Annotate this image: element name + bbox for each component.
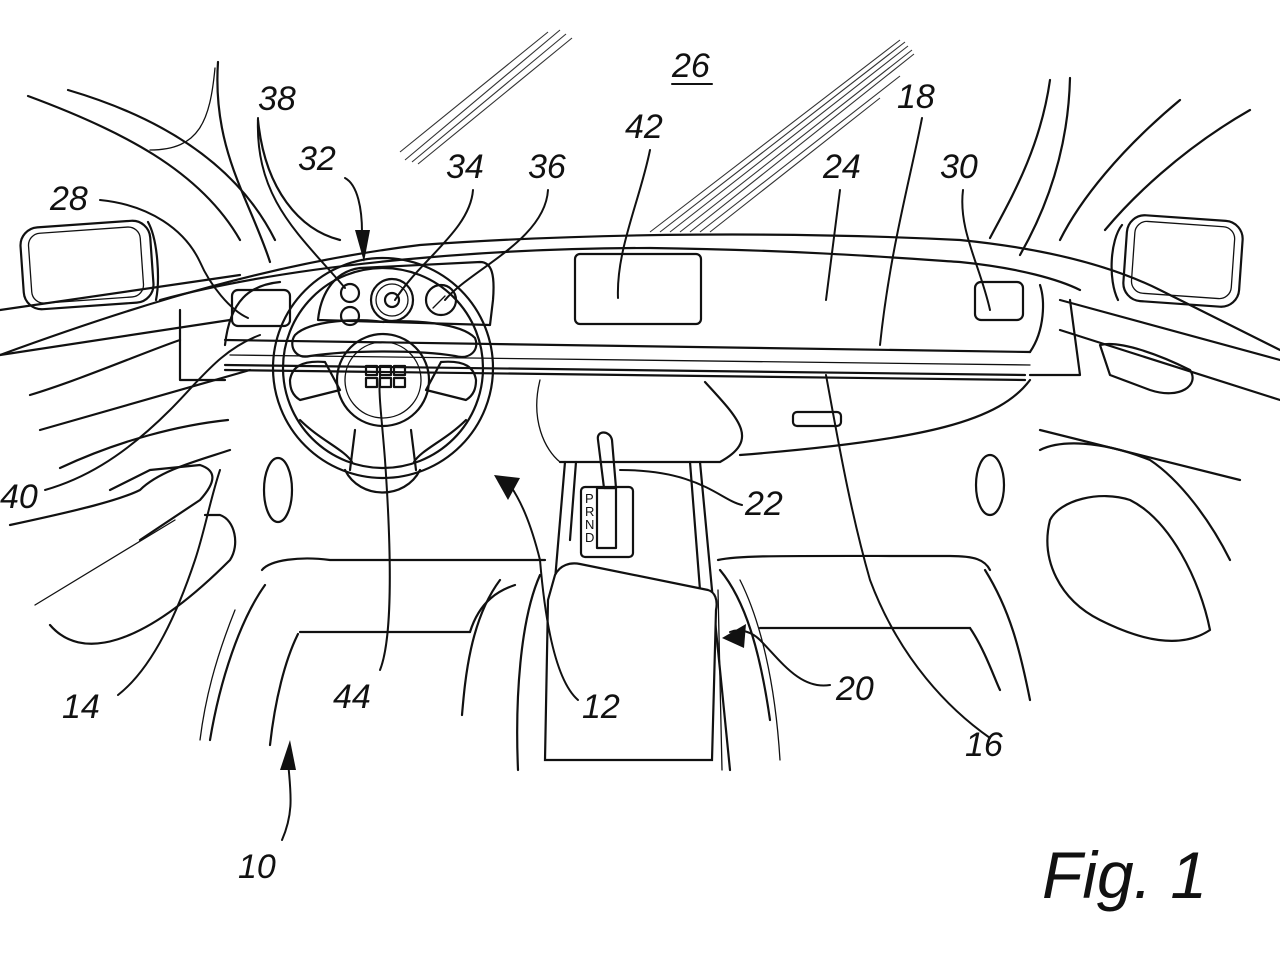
gauge-small-lower	[339, 305, 361, 327]
label-16: 16	[965, 726, 1003, 764]
gear-label-p: P	[585, 491, 594, 506]
footwell-vent-right	[974, 453, 1006, 517]
a-pillar-right	[988, 76, 1252, 257]
leader-lines	[44, 117, 991, 841]
label-40: 40	[0, 478, 38, 516]
label-20: 20	[835, 670, 874, 708]
label-24: 24	[822, 148, 861, 186]
figure-caption: Fig. 1	[1042, 838, 1207, 912]
label-32: 32	[298, 140, 336, 178]
air-vent-right	[973, 280, 1025, 322]
a-pillar-left	[26, 60, 342, 264]
steering-column	[343, 468, 422, 494]
label-18: 18	[897, 78, 935, 116]
label-30: 30	[940, 148, 978, 186]
airbag-hub	[335, 332, 431, 428]
center-display	[573, 252, 703, 326]
reference-numerals: 26 38 32 34 36 42 18 24 30 28 40 22 14 4…	[0, 47, 1003, 886]
label-38: 38	[258, 80, 296, 118]
label-36: 36	[528, 148, 566, 186]
door-right	[1038, 298, 1280, 642]
label-22: 22	[744, 485, 783, 523]
footwell-vent-left	[262, 456, 294, 524]
door-left	[0, 273, 252, 645]
windshield-hatching	[399, 29, 915, 233]
label-26: 26	[671, 47, 710, 85]
label-28: 28	[49, 180, 88, 218]
gear-label-r: R	[585, 504, 594, 519]
gear-label-d: D	[585, 530, 594, 545]
dashboard	[0, 233, 1280, 382]
side-mirror-left	[19, 219, 160, 311]
label-44: 44	[333, 678, 371, 716]
label-34: 34	[446, 148, 484, 186]
instrument-cluster	[316, 260, 495, 327]
center-armrest	[543, 562, 718, 762]
label-14: 14	[62, 688, 100, 726]
gear-shifter: P R N D	[579, 431, 635, 559]
passenger-seat	[716, 554, 1032, 761]
hub-control-pad	[364, 364, 407, 389]
side-mirror-right	[1110, 214, 1244, 308]
label-10: 10	[238, 848, 276, 886]
label-42: 42	[625, 108, 663, 146]
gear-label-n: N	[585, 517, 594, 532]
driver-seat	[199, 557, 547, 772]
air-vent-left	[230, 288, 292, 328]
glovebox	[536, 378, 1032, 464]
label-12: 12	[582, 688, 620, 726]
gauge-small-upper	[339, 282, 361, 304]
